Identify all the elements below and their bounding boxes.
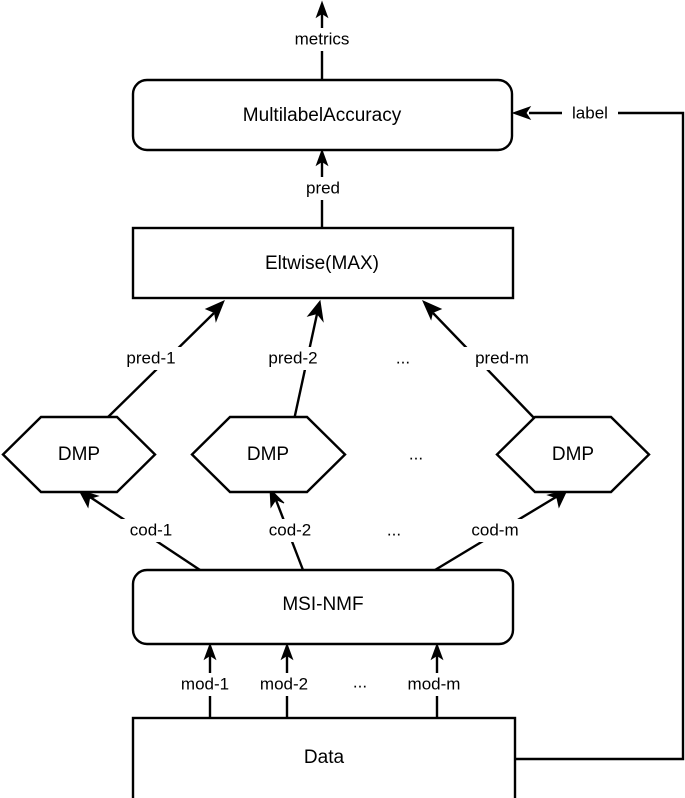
edge-label-cod-m-bg [457, 519, 533, 542]
edge-label-pred-bg [297, 177, 349, 200]
edge-label-mod-m-bg [394, 673, 474, 696]
edge-label-pred-2-text: pred-2 [268, 348, 317, 367]
edge-label-pred-1: pred-1 [115, 347, 187, 370]
node-msi-nmf-label: MSI-NMF [282, 594, 363, 615]
edge-label-cod-m-text: cod-m [471, 520, 518, 539]
edge-pred-m-arrowhead [422, 300, 443, 321]
node-multilabel-accuracy-shape [131, 78, 514, 152]
node-dmp-m[interactable]: DMP [495, 415, 651, 494]
edge-label-pred-1-bg [115, 347, 187, 370]
edge-label-mod-2-text: mod-2 [260, 674, 308, 693]
node-eltwise-max-shape [131, 226, 515, 300]
node-multilabel-accuracy[interactable]: MultilabelAccuracy [131, 78, 514, 152]
edge-label-pred-1-text: pred-1 [126, 348, 175, 367]
node-dmp-2-shape [190, 415, 347, 494]
edge-metrics-arrowhead [315, 0, 329, 19]
edge-pred-1-arrowhead [204, 300, 225, 323]
edge-label-cod-2-text: cod-2 [269, 520, 312, 539]
ellipsis-dmp-row: ... [409, 444, 423, 463]
edge-pred-arrowhead [315, 148, 329, 167]
node-eltwise-max[interactable]: Eltwise(MAX) [131, 226, 515, 300]
edge-label-pred-m-bg [462, 347, 542, 370]
edge-label-metrics: metrics [281, 28, 363, 51]
edge-label-pred-m: pred-m [462, 347, 542, 370]
node-dmp-m-label: DMP [552, 444, 594, 465]
edge-label-pred-text: pred [306, 178, 340, 197]
edge-label-mod-1: mod-1 [169, 673, 241, 696]
edge-mod-m-arrowhead [430, 642, 444, 661]
ellipsis-mod-row: ... [353, 672, 367, 691]
edge-label-pred: pred [297, 177, 349, 200]
edge-label-arrowhead [511, 106, 532, 120]
node-data[interactable]: Data [131, 716, 517, 798]
node-data-label: Data [304, 747, 345, 768]
edge-label-mod-1-text: mod-1 [181, 674, 229, 693]
edge-label-mod-m-text: mod-m [408, 674, 461, 693]
node-msi-nmf-shape [131, 568, 515, 646]
edge-label-cod-1-text: cod-1 [130, 520, 173, 539]
edge-label-cod-2: cod-2 [256, 519, 324, 542]
edge-cod-2-arrowhead [269, 487, 285, 509]
edge-label-label-text: label [572, 103, 608, 122]
edge-mod-1-arrowhead [203, 642, 217, 661]
node-data-shape [131, 716, 517, 798]
node-eltwise-max-label: Eltwise(MAX) [265, 253, 379, 274]
node-dmp-1-shape [1, 415, 157, 494]
node-msi-nmf[interactable]: MSI-NMF [131, 568, 515, 646]
edge-label-cod-1: cod-1 [117, 519, 185, 542]
edge-label-label: label [562, 102, 618, 125]
edge-label-metrics-bg [281, 28, 363, 51]
edge-label-mod-1-bg [169, 673, 241, 696]
edge-label-mod-m: mod-m [394, 673, 474, 696]
node-multilabel-accuracy-label: MultilabelAccuracy [243, 105, 402, 126]
ellipsis-cod-row: ... [387, 520, 401, 539]
edge-cod-1-arrowhead [77, 489, 100, 509]
ellipsis-pred-row: ... [396, 348, 410, 367]
edge-pred-2-arrowhead [306, 299, 324, 323]
edge-label-mod-2-bg [248, 673, 320, 696]
edge-label-pred-2-bg [257, 347, 329, 370]
edge-label-pred-m-text: pred-m [475, 348, 529, 367]
node-dmp-2[interactable]: DMP [190, 415, 347, 494]
edge-label-cod-2-bg [256, 519, 324, 542]
node-dmp-1-label: DMP [58, 444, 100, 465]
edge-cod-m-arrowhead [546, 489, 568, 509]
node-dmp-2-label: DMP [247, 444, 289, 465]
edge-label-metrics-text: metrics [295, 29, 350, 48]
node-dmp-m-shape [495, 415, 651, 494]
edge-mod-2-arrowhead [280, 642, 294, 661]
edge-label-cod-1-bg [117, 519, 185, 542]
edge-label-pred-2: pred-2 [257, 347, 329, 370]
edge-label-mod-2: mod-2 [248, 673, 320, 696]
edge-label-label-bg [562, 102, 618, 125]
node-dmp-1[interactable]: DMP [1, 415, 157, 494]
edge-label-cod-m: cod-m [457, 519, 533, 542]
